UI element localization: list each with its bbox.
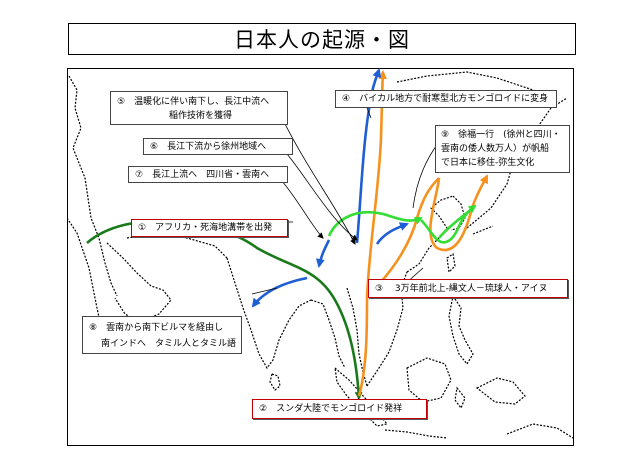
label-3-line1: ③ 3万年前北上-縄文人－琉球人・アイヌ xyxy=(375,284,548,294)
label-8-line2: 南インドへ タミル人とタミル語 xyxy=(101,339,237,349)
route-bright-green-4 xyxy=(437,206,474,239)
label-3-jomon: ③ 3万年前北上-縄文人－琉球人・アイヌ xyxy=(368,279,568,298)
route-sunda-north xyxy=(357,70,388,397)
label-8-burma: ⑧ 雲南から南下ビルマを経由し 南インドへ タミル人とタミル語 xyxy=(82,316,242,354)
route-blue-south xyxy=(315,239,331,268)
route-bright-green-1 xyxy=(327,210,423,237)
route-bright-green-2 xyxy=(420,219,461,244)
label-7-sichuan: ⑦ 長江上流へ 四川省・雲南へ xyxy=(128,166,288,183)
label-8-line1: ⑧ 雲南から南下ビルマを経由し xyxy=(89,323,224,333)
label-4-line1: ④ バイカル地方で耐寒型北方モンゴロイドに変身 xyxy=(342,94,549,104)
title-box: 日本人の起源・図 xyxy=(68,23,576,55)
route-africa-to-sunda xyxy=(86,219,363,400)
label-5-south-yangtze: ⑤ 温暖化に伴い南下し、長江中流へ 稲作技術を獲得 xyxy=(110,91,288,125)
label-2-sunda: ② スンダ大陸でモンゴロイド発祥 xyxy=(252,399,427,419)
label-5-line2: 稲作技術を獲得 xyxy=(169,111,233,121)
label-6-line1: ⑥ 長江下流から徐州地域へ xyxy=(150,142,267,152)
label-9-line3: で日本に移住-弥生文化 xyxy=(441,158,535,168)
asia-map xyxy=(67,68,574,439)
route-blue-burma xyxy=(251,276,308,308)
label-5-line1: ⑤ 温暖化に伴い南下し、長江中流へ xyxy=(117,97,270,107)
label-2-line1: ② スンダ大陸でモンゴロイド発祥 xyxy=(259,404,403,414)
route-orange-japan xyxy=(368,177,440,295)
label-1-africa: ① アフリカ・死海地溝帯を出発 xyxy=(131,219,288,237)
label-7-line1: ⑦ 長江上流へ 四川省・雲南へ xyxy=(135,170,270,180)
route-orange-ryukyu xyxy=(429,174,489,252)
label-9-line1: ⑨ 徐福一行 (徐州と四川・ xyxy=(441,130,561,140)
label-4-baikal: ④ バイカル地方で耐寒型北方モンゴロイドに変身 xyxy=(335,90,557,108)
label-1-line1: ① アフリカ・死海地溝帯を出発 xyxy=(138,223,273,233)
label-9-xufu: ⑨ 徐福一行 (徐州と四川・ 雲南の倭人数万人）が帆船 で日本に移住-弥生文化 xyxy=(435,125,570,173)
route-blue-yangtze xyxy=(375,222,409,245)
page-title: 日本人の起源・図 xyxy=(234,28,410,52)
label-6-xuzhou: ⑥ 長江下流から徐州地域へ xyxy=(143,138,293,155)
label-9-line2: 雲南の倭人数万人）が帆船 xyxy=(441,144,550,154)
